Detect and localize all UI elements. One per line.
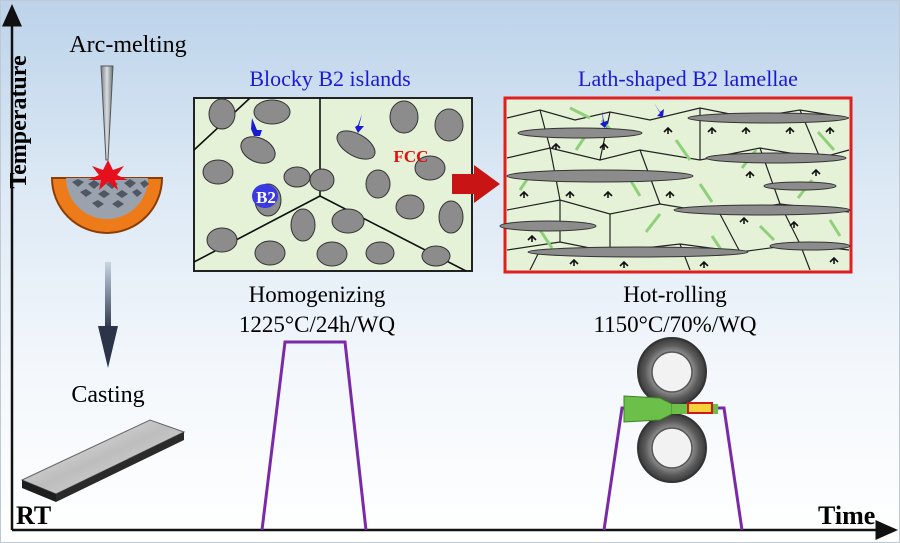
hot-rolling-label: Hot-rolling xyxy=(623,282,727,307)
y-axis-label: Temperature xyxy=(6,55,32,189)
ingot-icon xyxy=(20,419,186,502)
pointer-arrow-icon xyxy=(654,103,664,117)
flow-arrow-down-icon xyxy=(98,262,118,368)
casting-label: Casting xyxy=(71,382,144,408)
crucible-icon xyxy=(50,160,164,234)
workpiece-icon xyxy=(623,395,673,423)
rolled-sheet-icon xyxy=(687,402,713,414)
b2-label: B2 xyxy=(256,188,276,207)
homogenizing-profile xyxy=(260,340,368,531)
transition-arrow-icon xyxy=(452,165,500,203)
rolling-mill-icon xyxy=(623,337,718,483)
homogenizing-label: Homogenizing xyxy=(249,282,386,307)
b2-highlight-particle xyxy=(252,184,278,208)
pointer-arrow-icon xyxy=(600,110,609,128)
arc-melting-label: Arc-melting xyxy=(69,32,186,58)
homogenizing-condition: 1225°C/24h/WQ xyxy=(239,312,396,337)
fcc-label: FCC xyxy=(394,147,429,166)
x-axis-label: Time xyxy=(818,501,875,530)
origin-label: RT xyxy=(16,501,51,530)
pointer-arrow-icon xyxy=(251,118,262,136)
hot-rolling-condition: 1150°C/70%/WQ xyxy=(594,312,757,337)
arc-flash-icon xyxy=(88,160,128,190)
blocky-b2-micrograph: B2 FCC xyxy=(193,97,473,272)
lath-b2-micrograph xyxy=(499,96,853,274)
right-micrograph-title: Lath-shaped B2 lamellae xyxy=(578,66,798,91)
left-micrograph-title: Blocky B2 islands xyxy=(249,66,410,91)
pointer-arrow-icon xyxy=(355,114,364,133)
